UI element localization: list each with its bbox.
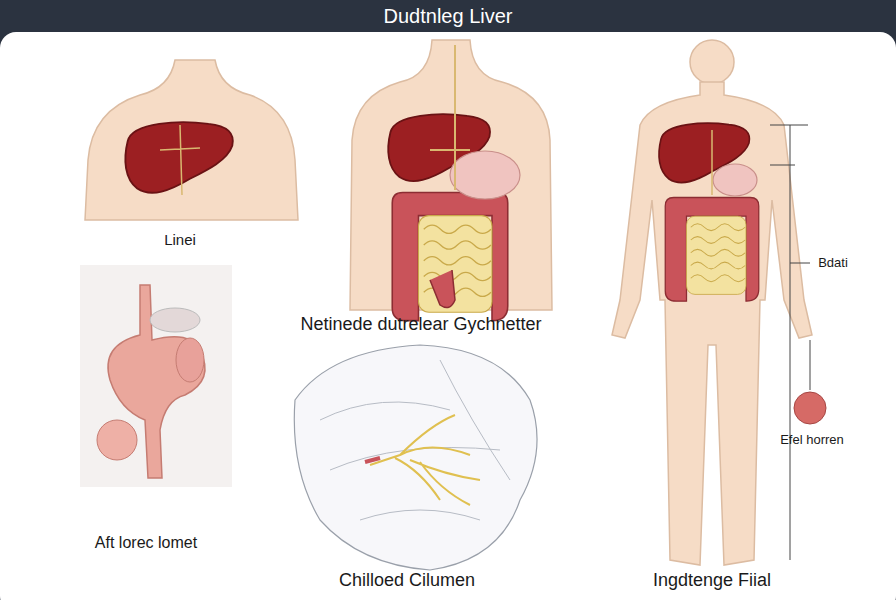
page-title: Dudtnleg Liver [384,5,513,28]
part-label: Chilloed Cilumen [339,570,475,591]
part-label: Aft lorec lomet [95,534,197,552]
part-label: Linei [164,231,196,248]
callout-label: Efel horren [780,433,844,448]
part-label: Ingdtenge Fiial [653,570,771,591]
part-label: Netinede dutrelear Gychnetter [300,314,541,335]
callout-label: Bdati [818,256,848,271]
